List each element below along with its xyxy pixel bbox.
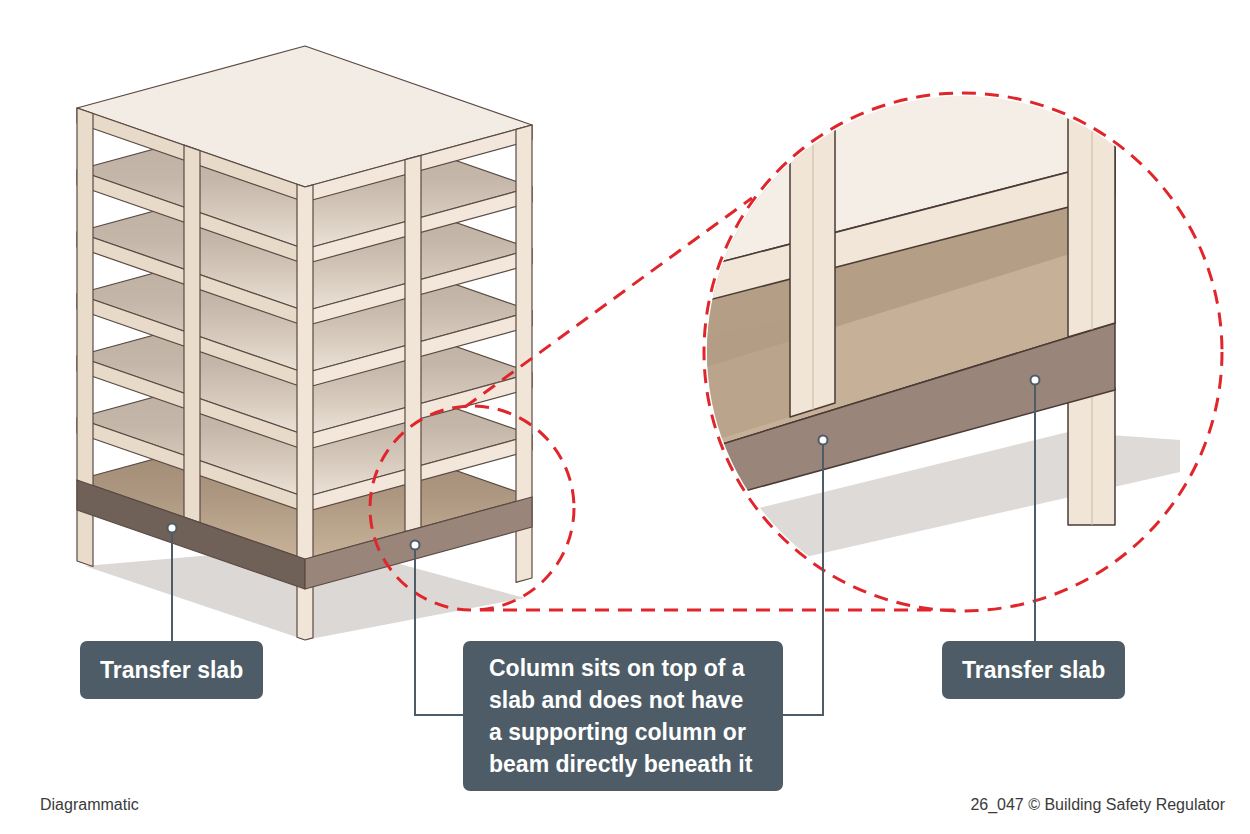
- zoom-circle: [704, 93, 1222, 611]
- zoom-marks: [370, 93, 1222, 611]
- leader-dot: [411, 541, 420, 550]
- zoom-line: [480, 609, 955, 612]
- upper-beam: [690, 160, 1115, 305]
- column-edge: [1092, 90, 1093, 330]
- column: [790, 90, 835, 417]
- box-text: Column sits on top of a slab and does no…: [489, 652, 757, 780]
- leader-line: [1034, 384, 1036, 641]
- transfer-slab-face: [690, 323, 1115, 506]
- leader-line: [171, 532, 173, 641]
- transfer-slab-face: [77, 480, 305, 589]
- figure-note: Diagrammatic: [40, 795, 139, 815]
- leader-dot: [819, 436, 828, 445]
- zoom-line: [465, 198, 752, 407]
- leader-line: [415, 549, 463, 715]
- leader-dot: [168, 524, 177, 533]
- roof-slab: [77, 46, 532, 187]
- box-text: Transfer slab: [962, 654, 1105, 686]
- column-edge: [1092, 394, 1093, 525]
- column-edge: [813, 90, 814, 410]
- leader-dots: [168, 376, 1040, 550]
- transfer-slab-face: [305, 497, 532, 589]
- column: [184, 145, 200, 522]
- box-text: Transfer slab: [100, 654, 243, 686]
- building: [77, 46, 532, 640]
- callout-box: Column sits on top of a slab and does no…: [463, 641, 783, 791]
- column: [405, 155, 421, 531]
- copyright-note: 26_047 © Building Safety Regulator: [970, 795, 1225, 815]
- zoom-circle: [370, 406, 574, 610]
- zoom-detail: [690, 90, 1180, 565]
- label-box: Transfer slab: [942, 641, 1125, 699]
- label-box: Transfer slab: [80, 641, 263, 699]
- column: [1068, 90, 1115, 337]
- leader-line: [783, 444, 823, 715]
- leader-dot: [1031, 376, 1040, 385]
- column: [1068, 388, 1115, 525]
